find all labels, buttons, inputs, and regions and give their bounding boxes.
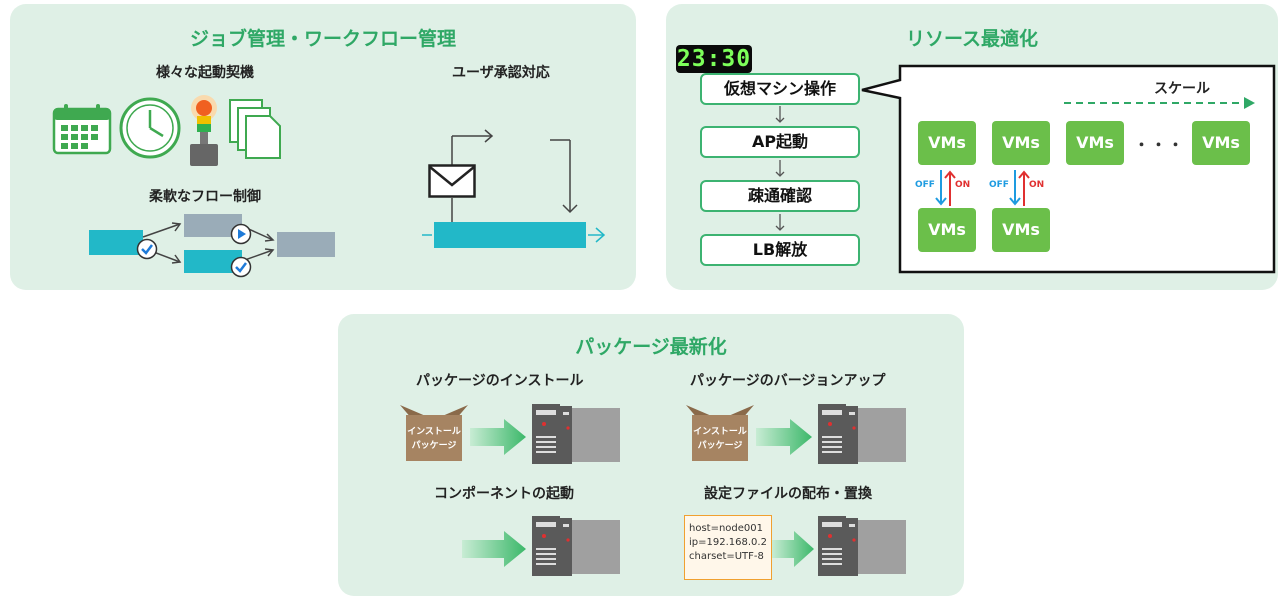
package-box-line2: パッケージ <box>411 441 457 451</box>
off-label: OFF <box>915 180 935 190</box>
green-arrow <box>756 419 812 455</box>
config-line: host=node001 <box>689 523 764 534</box>
play-icon <box>230 223 252 245</box>
vm-box: VMs <box>918 121 976 165</box>
install-label: パッケージのインストール <box>416 373 584 389</box>
approval-diagram <box>422 129 606 248</box>
vm-box: VMs <box>992 208 1050 252</box>
green-arrow <box>462 531 526 567</box>
signal-tower-icon <box>190 95 218 166</box>
green-arrow <box>470 419 526 455</box>
off-label: OFF <box>989 180 1009 190</box>
flow-control-label: 柔軟なフロー制御 <box>149 189 261 205</box>
job-panel-title: ジョブ管理・ワークフロー管理 <box>189 28 456 50</box>
config-line: charset=UTF-8 <box>689 551 764 562</box>
flow-diagram <box>89 214 335 273</box>
step-lb-release: LB解放 <box>700 234 860 266</box>
server-icon <box>532 516 620 576</box>
ellipsis: ・・・ <box>1134 136 1186 154</box>
vm-box: VMs <box>1192 121 1250 165</box>
component-label: コンポーネントの起動 <box>434 486 574 502</box>
digital-clock: 23:30 <box>676 45 752 73</box>
server-icon <box>532 404 620 464</box>
vm-box: VMs <box>992 121 1050 165</box>
approval-label: ユーザ承認対応 <box>452 65 550 81</box>
config-file: host=node001 ip=192.168.0.2 charset=UTF-… <box>684 515 772 580</box>
vm-box: VMs <box>1066 121 1124 165</box>
package-panel-title: パッケージ最新化 <box>575 336 727 358</box>
server-icon <box>818 516 906 576</box>
config-label: 設定ファイルの配布・置換 <box>704 486 872 502</box>
config-line: ip=192.168.0.2 <box>689 537 767 548</box>
package-box-icon <box>400 405 468 461</box>
scale-label: スケール <box>1154 81 1210 97</box>
off-on-arrows <box>935 170 1030 206</box>
package-box-line1: インストール <box>407 427 461 437</box>
server-icon <box>818 404 906 464</box>
upgrade-label: パッケージのバージョンアップ <box>690 373 886 389</box>
clock-icon <box>119 97 181 159</box>
resource-panel-title: リソース最適化 <box>905 28 1039 50</box>
step-connectivity-check: 疎通確認 <box>700 180 860 212</box>
calendar-icon <box>52 104 112 155</box>
green-arrow <box>772 531 814 567</box>
package-box-icon <box>686 405 754 461</box>
step-vm-operation: 仮想マシン操作 <box>700 73 860 105</box>
on-label: ON <box>1029 180 1045 190</box>
vm-box: VMs <box>918 208 976 252</box>
check-icon <box>230 256 252 278</box>
envelope-icon <box>428 164 476 198</box>
check-icon <box>136 238 158 260</box>
scale-arrow <box>1064 97 1255 109</box>
package-box-line1: インストール <box>693 427 747 437</box>
package-box-line2: パッケージ <box>697 441 743 451</box>
triggers-label: 様々な起動契機 <box>156 65 254 81</box>
on-label: ON <box>955 180 971 190</box>
step-ap-start: AP起動 <box>700 126 860 158</box>
documents-icon <box>229 99 281 159</box>
step-arrows <box>775 106 785 231</box>
